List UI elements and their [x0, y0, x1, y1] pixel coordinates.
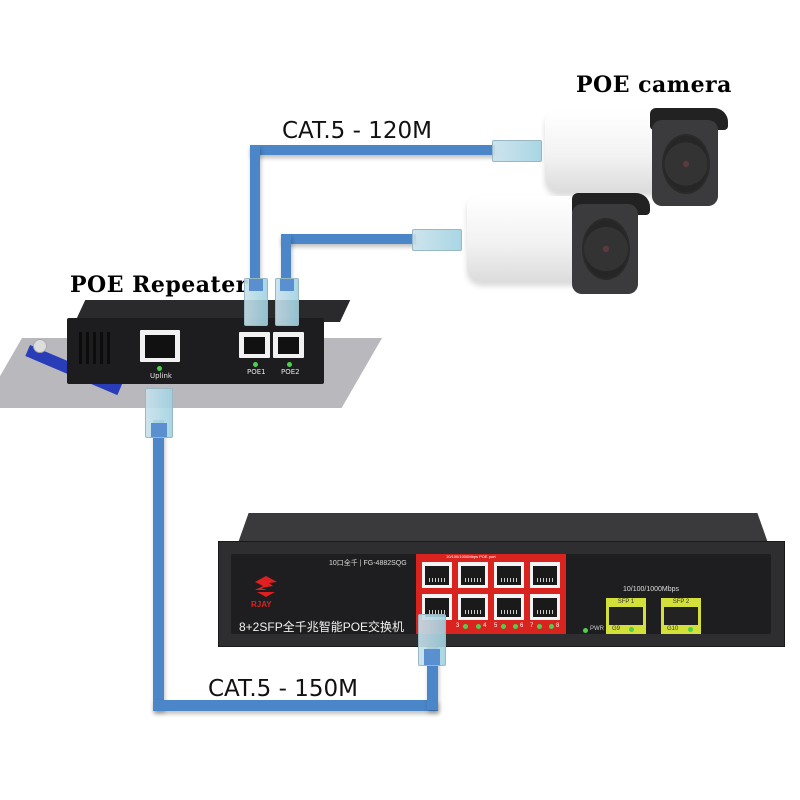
- ethernet-port-1[interactable]: [422, 562, 452, 588]
- sfp1-port-label: G9: [606, 625, 646, 634]
- poe1-led: [253, 362, 258, 367]
- port-number-5: 5: [494, 623, 498, 629]
- camera-lens-icon: [662, 134, 710, 194]
- ethernet-port-6[interactable]: [494, 594, 524, 620]
- port-led: [501, 624, 506, 629]
- port-led: [463, 624, 468, 629]
- power-label: PWR: [590, 626, 604, 632]
- poe2-port-label: POE2: [281, 368, 300, 376]
- rj45-plug-switch: [418, 614, 446, 666]
- ethernet-port-4[interactable]: [458, 594, 488, 620]
- port-led: [513, 624, 518, 629]
- rj45-plug-uplink: [145, 388, 173, 438]
- poe2-led: [287, 362, 292, 367]
- ethernet-port-5[interactable]: [494, 562, 524, 588]
- sfp2-port-label: G10: [661, 625, 701, 634]
- port-number-3: 3: [456, 623, 460, 629]
- port-led: [476, 624, 481, 629]
- sfp2-tag: SFP 2: [661, 598, 701, 607]
- poe-camera-label: POE camera: [576, 72, 732, 98]
- port-number-6: 6: [520, 623, 524, 629]
- model-text: 10口全千 | FG-4882SQG: [329, 560, 407, 567]
- ethernet-port-8[interactable]: [530, 594, 560, 620]
- camera-lens-icon: [582, 218, 630, 280]
- cable-lower-label: CAT.5 - 150M: [208, 676, 358, 702]
- switch-top: [238, 513, 768, 543]
- sfp1-led: [629, 627, 634, 632]
- uplink-led: [157, 366, 162, 371]
- poe2-port[interactable]: [273, 332, 304, 358]
- repeater-front: Uplink POE1 POE2: [67, 318, 324, 384]
- cable-upper-label: CAT.5 - 120M: [282, 118, 432, 144]
- brand-name: RJAY: [251, 600, 272, 609]
- sfp2-led: [688, 627, 693, 632]
- brand-logo-icon: [251, 574, 281, 598]
- port-led: [549, 624, 554, 629]
- port-number-4: 4: [483, 623, 487, 629]
- uplink-port[interactable]: [140, 330, 180, 362]
- rj45-plug-camera2: [412, 229, 462, 251]
- speed-text: 10/100/1000Mbps: [623, 586, 680, 593]
- sfp1-tag: SFP 1: [606, 598, 646, 607]
- port-number-8: 8: [556, 623, 560, 629]
- sfp1-slot[interactable]: [606, 607, 646, 629]
- poe1-port-label: POE1: [247, 368, 266, 376]
- red-header-text: 10/100/1000Mbps POE port: [446, 554, 496, 559]
- screw-icon: [33, 339, 47, 353]
- poe1-port[interactable]: [239, 332, 270, 358]
- port-number-7: 7: [530, 623, 534, 629]
- switch-front: RJAY 10口全千 | FG-4882SQG 8+2SFP全千兆智能POE交换…: [218, 541, 785, 647]
- rj45-plug-poe2: [275, 278, 299, 326]
- rj45-plug-poe1: [244, 278, 268, 326]
- port-led: [537, 624, 542, 629]
- product-text: 8+2SFP全千兆智能POE交换机: [239, 620, 405, 634]
- sfp2-slot[interactable]: [661, 607, 701, 629]
- uplink-port-label: Uplink: [150, 372, 172, 380]
- poe-repeater-label: POE Repeater: [70, 272, 248, 298]
- ethernet-port-3[interactable]: [458, 562, 488, 588]
- power-led: [583, 628, 588, 633]
- ethernet-port-7[interactable]: [530, 562, 560, 588]
- rj45-plug-camera1: [492, 140, 542, 162]
